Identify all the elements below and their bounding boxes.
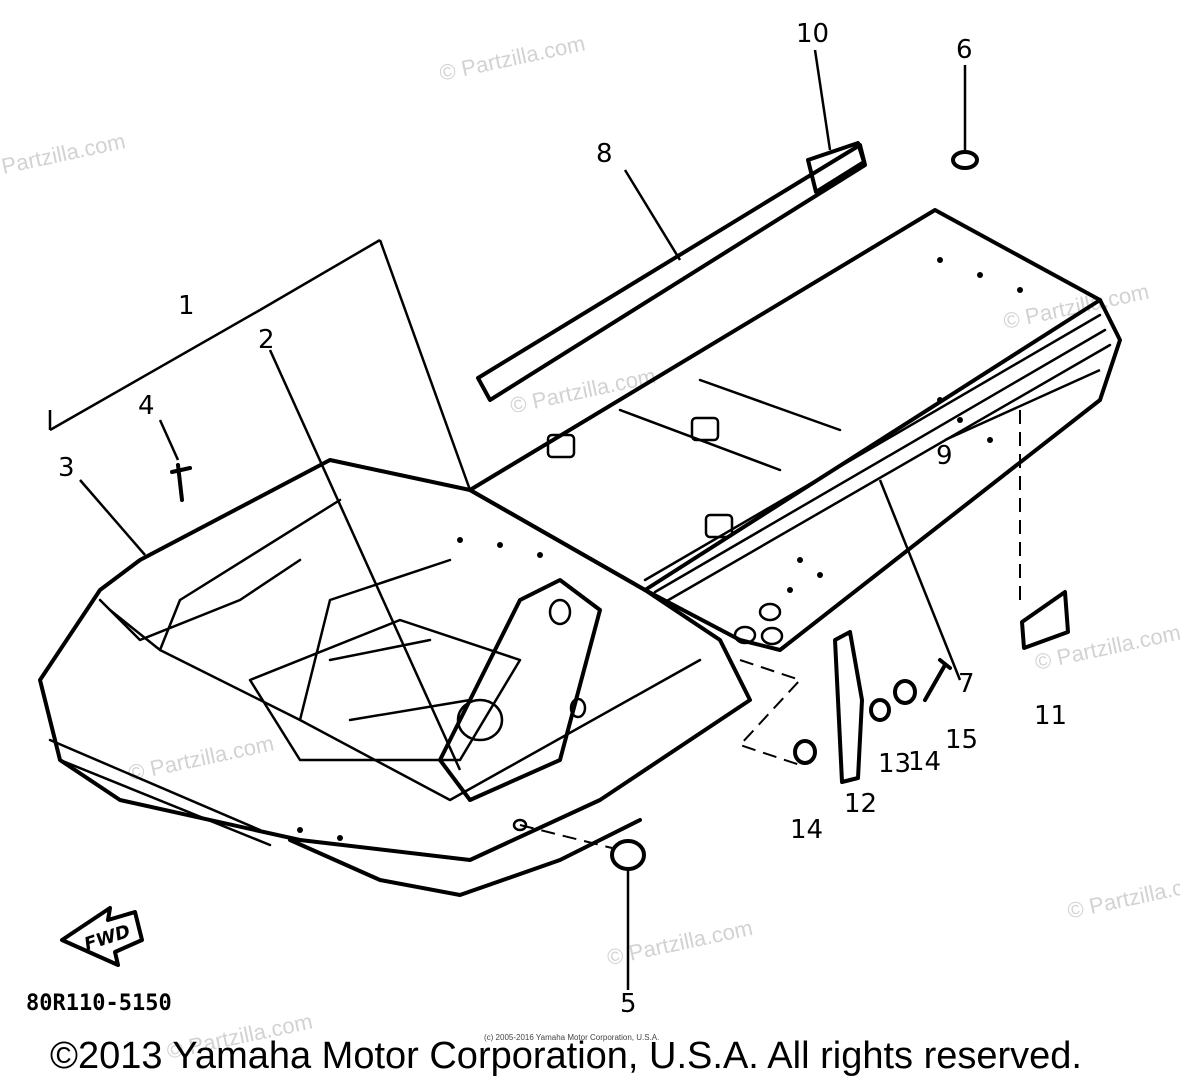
front-pan xyxy=(38,458,752,862)
engine-cradle xyxy=(248,618,522,762)
tunnel-clip xyxy=(704,513,734,539)
callout-14: 14 xyxy=(908,747,941,777)
tunnel-clip xyxy=(690,416,720,442)
tunnel-clip xyxy=(546,433,576,459)
bulkhead-hole xyxy=(456,698,504,742)
part-14-washer-lower xyxy=(793,739,817,765)
watermark: © Partzilla.com xyxy=(126,731,276,786)
rivet-holes xyxy=(297,257,1023,841)
frame-assembly xyxy=(38,208,1122,897)
diagram-code: 80R110-5150 xyxy=(26,991,172,1016)
callout-11: 11 xyxy=(1034,701,1067,731)
part-14-washer xyxy=(893,679,917,705)
fwd-label: FWD xyxy=(82,921,133,956)
bracket-locator xyxy=(738,659,802,766)
bottom-sweep xyxy=(288,818,642,897)
part-10-end-pad xyxy=(806,141,866,194)
part-4-rivet xyxy=(170,463,192,502)
part-13-collar xyxy=(869,698,891,722)
front-crossbar xyxy=(98,558,302,642)
watermark: © Partzilla.com xyxy=(437,30,587,85)
front-bumper xyxy=(48,738,272,847)
watermark: © Partzilla.com xyxy=(0,128,128,183)
part-12-bracket xyxy=(833,630,864,784)
copyright-notice: ©2013 Yamaha Motor Corporation, U.S.A. A… xyxy=(50,1035,1082,1077)
watermark: © Partzilla.com xyxy=(1033,620,1180,675)
part-15-bolt xyxy=(923,658,952,702)
tunnel-side xyxy=(643,298,1122,652)
bulkhead xyxy=(438,578,602,802)
fwd-arrow: FWD xyxy=(60,906,144,967)
part-5-grommet xyxy=(610,839,646,871)
callout-5: 5 xyxy=(620,989,637,1019)
callout-6: 6 xyxy=(956,35,973,65)
callout-12: 12 xyxy=(844,789,877,819)
part-11-label xyxy=(1020,590,1070,650)
grommet-holes xyxy=(512,602,784,832)
part-8-seat-strip xyxy=(476,143,867,402)
callout-7: 7 xyxy=(958,669,975,699)
callout-15: 15 xyxy=(945,725,978,755)
watermark: © Partzilla.com xyxy=(1065,868,1180,923)
tunnel-rail xyxy=(643,313,1112,604)
callouts: 1 2 3 4 5 6 7 8 9 10 11 12 13 14 14 15 xyxy=(58,19,1067,1019)
leader-lines xyxy=(48,49,1101,990)
callout-3: 3 xyxy=(58,453,75,483)
callout-13: 13 xyxy=(878,749,911,779)
pan-inner xyxy=(108,498,702,802)
bulkhead-hole-small xyxy=(548,598,572,626)
callout-10: 10 xyxy=(796,19,829,49)
callout-4: 4 xyxy=(138,391,155,421)
callout-8: 8 xyxy=(596,139,613,169)
callout-2: 2 xyxy=(258,325,275,355)
callout-9: 9 xyxy=(936,441,953,471)
callout-14-lower: 14 xyxy=(790,815,823,845)
tunnel-crossbar xyxy=(618,378,842,472)
part-5-locator xyxy=(519,824,613,849)
small-credit: (c) 2005-2016 Yamaha Motor Corporation, … xyxy=(484,1033,659,1042)
part-6-cap xyxy=(951,150,979,170)
callout-1: 1 xyxy=(178,291,195,321)
